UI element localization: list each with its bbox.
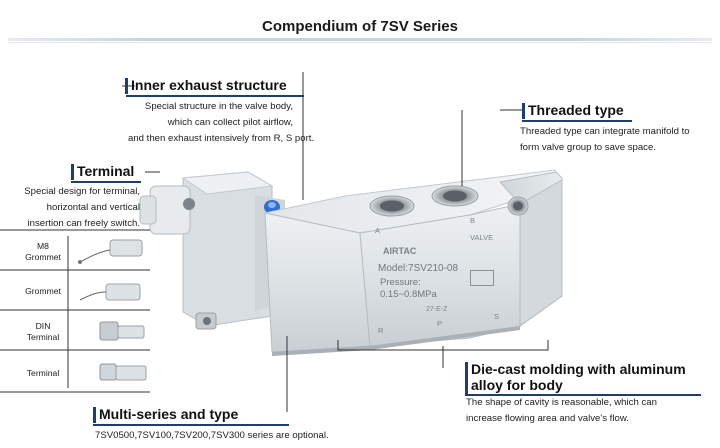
terminal-desc: Special design for terminal, horizontal … bbox=[24, 186, 140, 229]
terminal-row-din-terminal: DIN Terminal bbox=[26, 321, 60, 342]
die-cast-heading: Die-cast molding with aluminum alloy for… bbox=[465, 361, 686, 396]
valve-body bbox=[264, 169, 563, 356]
grommet-icon bbox=[79, 283, 141, 301]
threaded-type-desc: Threaded type can integrate manifold to … bbox=[520, 126, 690, 153]
pressure-value: 0.15~0.8MPa bbox=[380, 289, 437, 300]
multi-series-desc: 7SV0500,7SV100,7SV200,7SV300 series are … bbox=[95, 430, 329, 441]
threaded-type-underline bbox=[522, 120, 632, 122]
brand-logo: AIRTAC bbox=[383, 246, 417, 256]
model-marking: Model:7SV210-08 bbox=[378, 263, 459, 274]
terminal-row-m8-grommet: M8 Grommet bbox=[25, 241, 61, 262]
leader-lines bbox=[0, 72, 549, 412]
inner-exhaust-desc: Special structure in the valve body, whi… bbox=[128, 101, 315, 144]
m8-grommet-icon bbox=[78, 239, 143, 264]
threaded-type-heading: Threaded type bbox=[522, 102, 624, 119]
die-cast-desc: The shape of cavity is reasonable, which… bbox=[466, 397, 657, 424]
terminal-row-grommet: Grommet bbox=[25, 286, 61, 296]
multi-series-underline bbox=[93, 424, 289, 426]
port-r-label: R bbox=[378, 326, 384, 335]
terminal-heading: Terminal bbox=[71, 163, 134, 180]
pressure-label: Pressure: bbox=[380, 277, 421, 288]
die-cast-underline bbox=[465, 394, 701, 396]
port-b-label: B bbox=[470, 216, 476, 225]
inner-exhaust-underline bbox=[126, 95, 304, 97]
inner-exhaust-heading: Inner exhaust structure bbox=[125, 77, 287, 94]
din-terminal-icon bbox=[99, 321, 145, 341]
valve-code: 27-E-Z bbox=[426, 306, 448, 313]
title-divider-thin bbox=[8, 42, 712, 43]
title-divider bbox=[8, 38, 712, 41]
terminal-underline bbox=[71, 181, 141, 183]
terminal-row-terminal: Terminal bbox=[26, 368, 60, 378]
terminal-illustrations bbox=[78, 239, 147, 381]
terminal-icon bbox=[99, 363, 147, 381]
valve-marking: VALVE bbox=[470, 233, 494, 242]
solenoid-pilot bbox=[139, 171, 285, 330]
port-s-label: S bbox=[494, 312, 500, 321]
page-title: Compendium of 7SV Series bbox=[262, 18, 458, 35]
port-a-label: A bbox=[375, 226, 381, 235]
valve-symbol-icon bbox=[470, 270, 494, 286]
port-p-label: P bbox=[437, 319, 443, 328]
multi-series-heading: Multi-series and type bbox=[93, 406, 238, 423]
